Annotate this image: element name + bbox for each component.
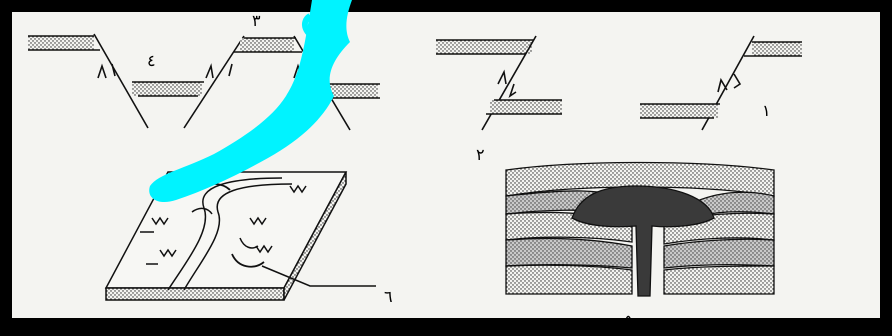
label-3: ٣ — [252, 11, 261, 30]
label-4: ٤ — [147, 51, 156, 70]
laccolith-diagram — [506, 163, 774, 297]
label-2: ٢ — [476, 145, 485, 164]
label-5: ٥ — [624, 311, 633, 330]
label-6: ٦ — [384, 287, 393, 306]
label-1: ١ — [762, 101, 771, 120]
